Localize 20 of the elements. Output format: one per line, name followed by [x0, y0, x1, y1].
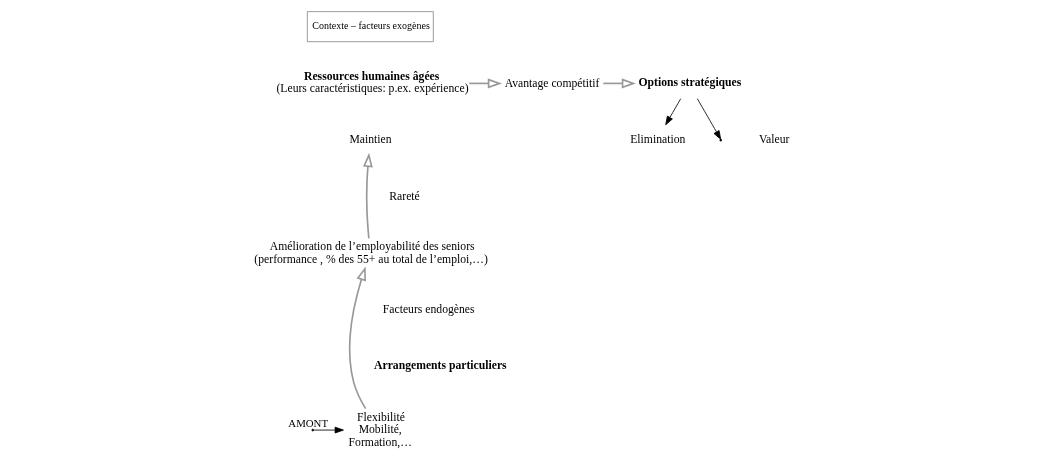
node-text: Avantage compétitif	[504, 76, 600, 90]
node-box: Contexte – facteurs exogènes	[306, 11, 434, 43]
node-text: Flexibilité Mobilité, Formation,…	[348, 410, 412, 449]
label: Facteurs endogènes	[382, 303, 475, 317]
label: Valeur	[758, 133, 790, 147]
label: Rareté	[389, 189, 420, 203]
arrow	[362, 152, 373, 240]
arrow	[313, 426, 344, 434]
node-text: Ressources humaines âgées (Leurs caractéristiques: p.ex. expérience)	[276, 70, 469, 95]
node-text: Amélioration de l’employabilité des seniors (performance , % des 55+ au total de l’emploi,…)	[254, 240, 488, 266]
node-text: Options stratégiques	[638, 75, 742, 89]
edge-label: AMONT	[288, 417, 329, 430]
node-text: Elimination	[630, 133, 686, 147]
node-text: Arrangements particuliers	[374, 359, 507, 373]
arrow	[602, 78, 636, 89]
arrow	[468, 78, 502, 89]
arrow	[696, 98, 722, 140]
node-text: Maintien	[349, 133, 392, 147]
arrow	[665, 98, 682, 126]
arrow	[348, 266, 367, 410]
